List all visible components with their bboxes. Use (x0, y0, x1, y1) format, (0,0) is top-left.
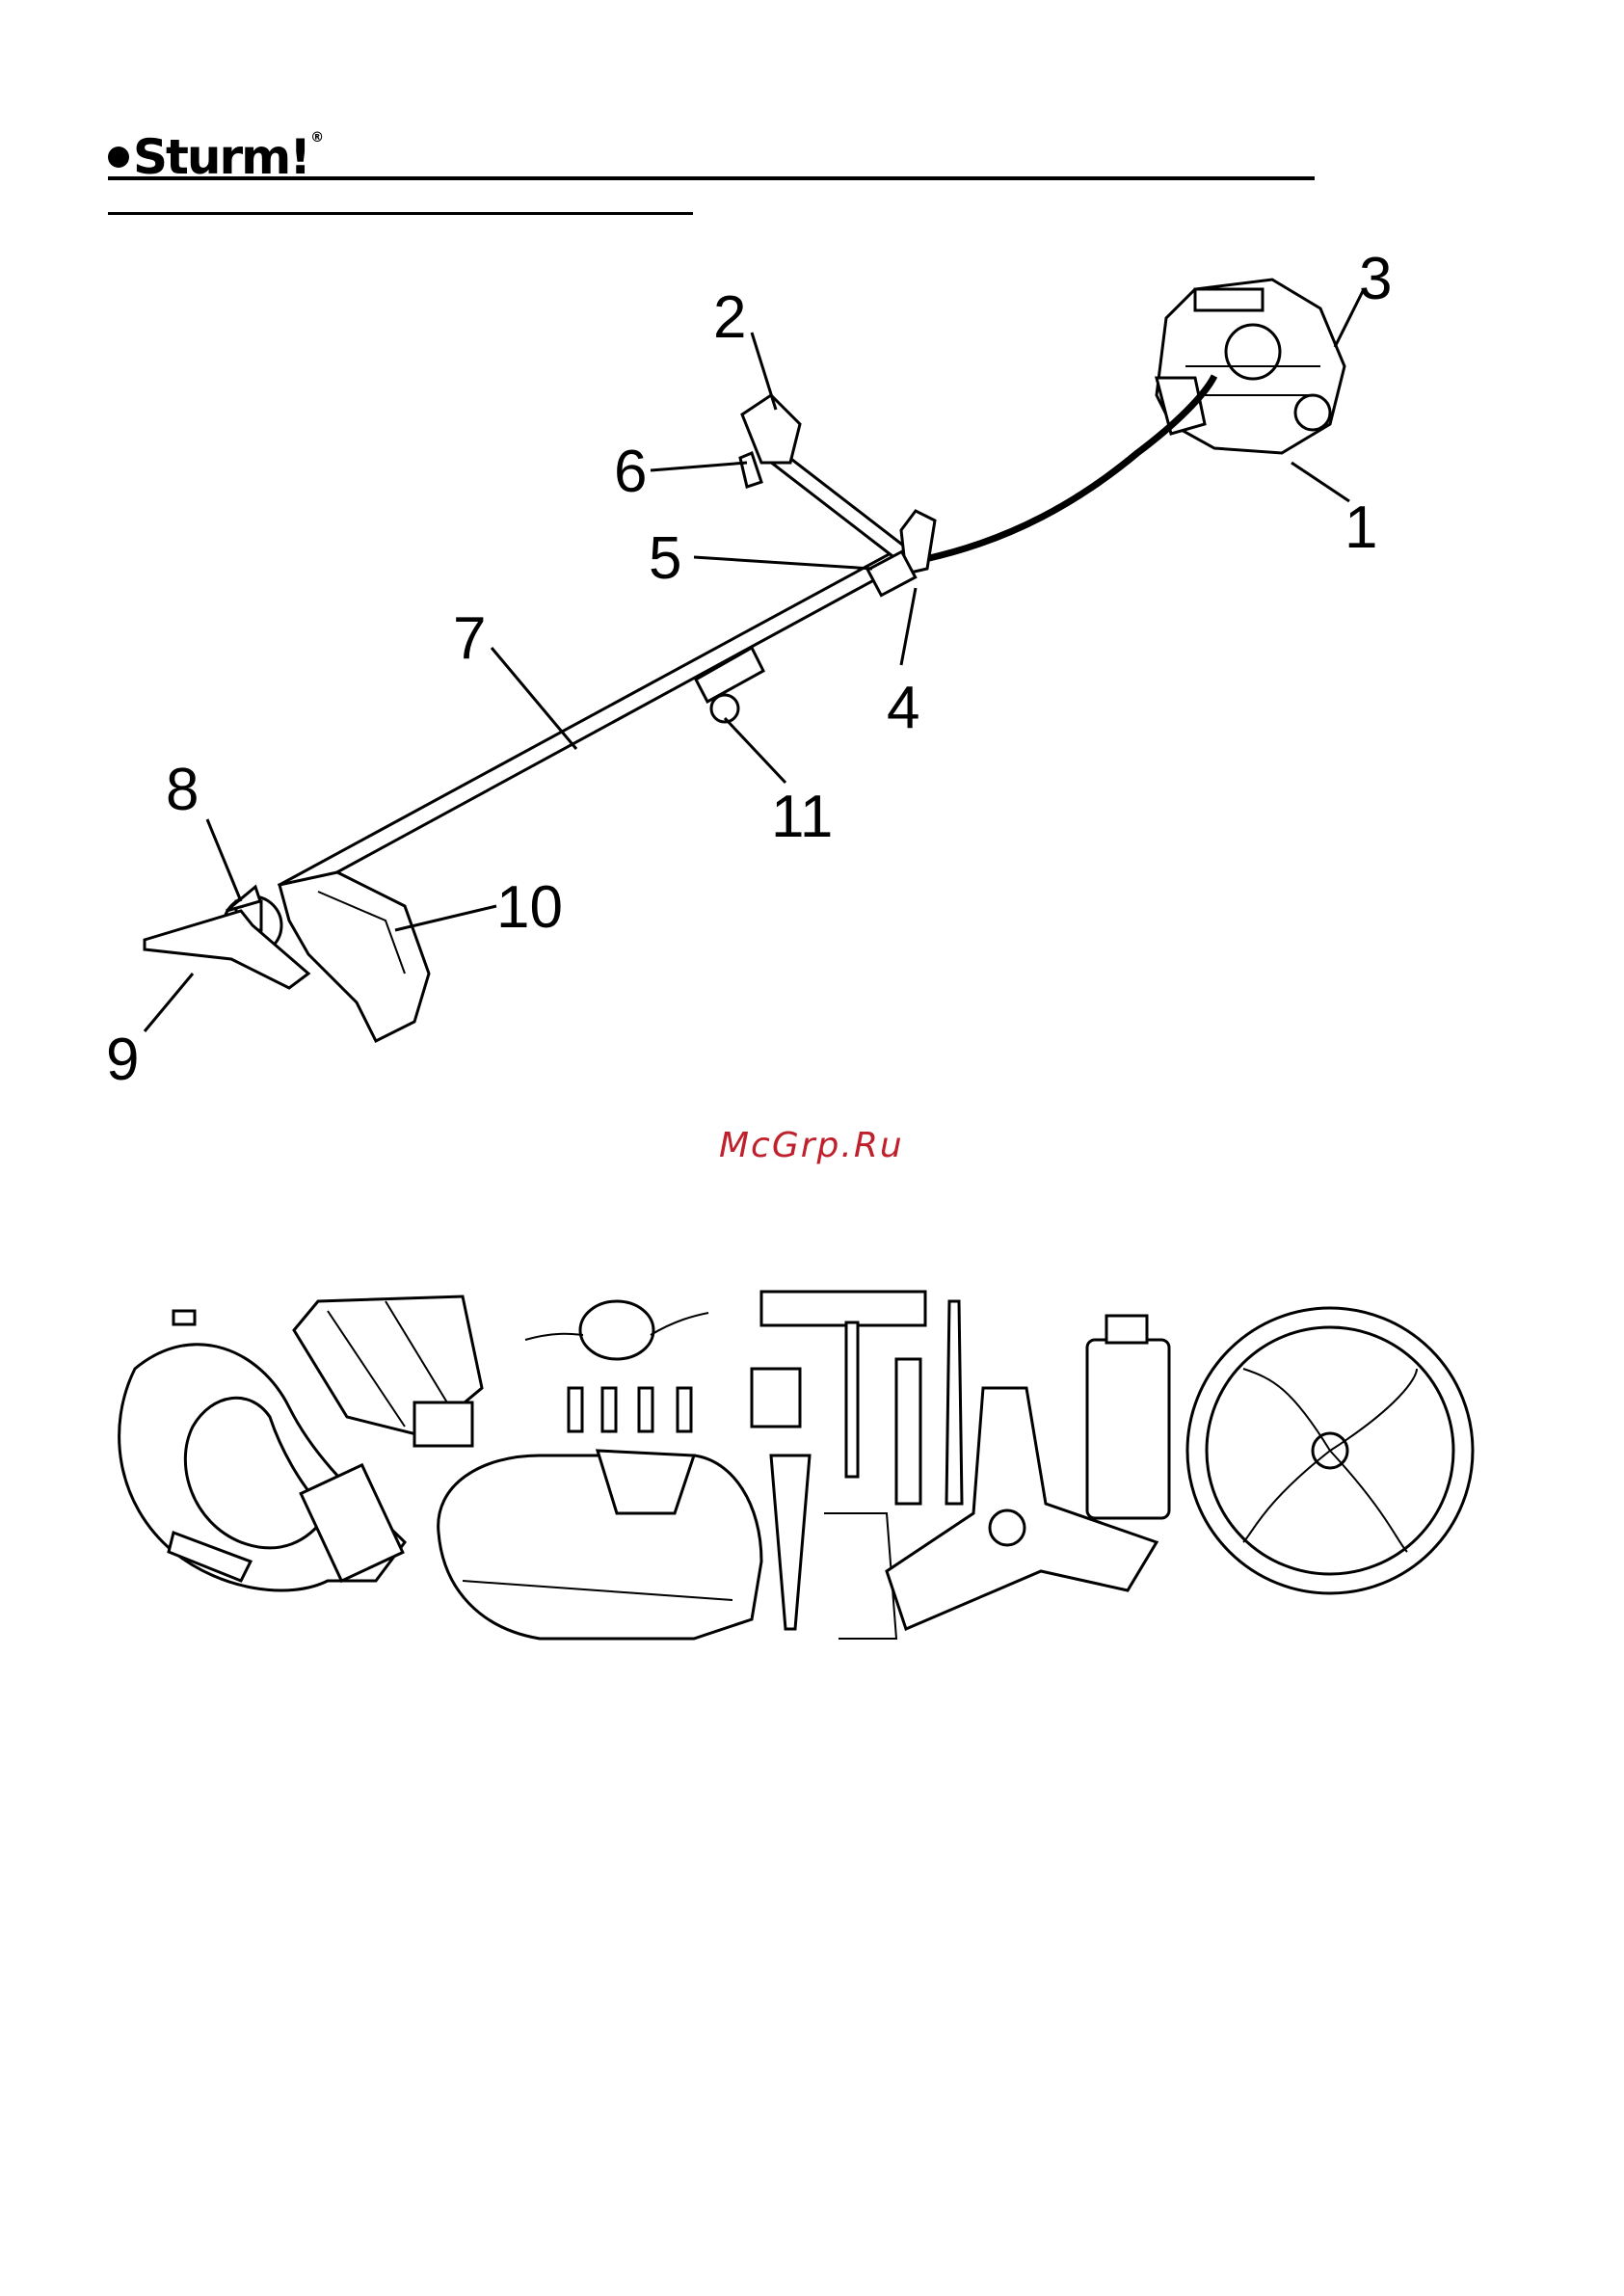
blade-guard (439, 1451, 761, 1639)
oil-bottle (1087, 1316, 1169, 1518)
string-guard (294, 1296, 482, 1446)
bracket (752, 1369, 800, 1427)
bolts (569, 1388, 691, 1431)
open-end-wrench (771, 1455, 810, 1629)
spike (946, 1301, 962, 1504)
trimmer-head (525, 1301, 708, 1359)
circular-saw-blade (1187, 1308, 1473, 1593)
screwdriver (896, 1359, 920, 1504)
hex-key (824, 1513, 896, 1639)
